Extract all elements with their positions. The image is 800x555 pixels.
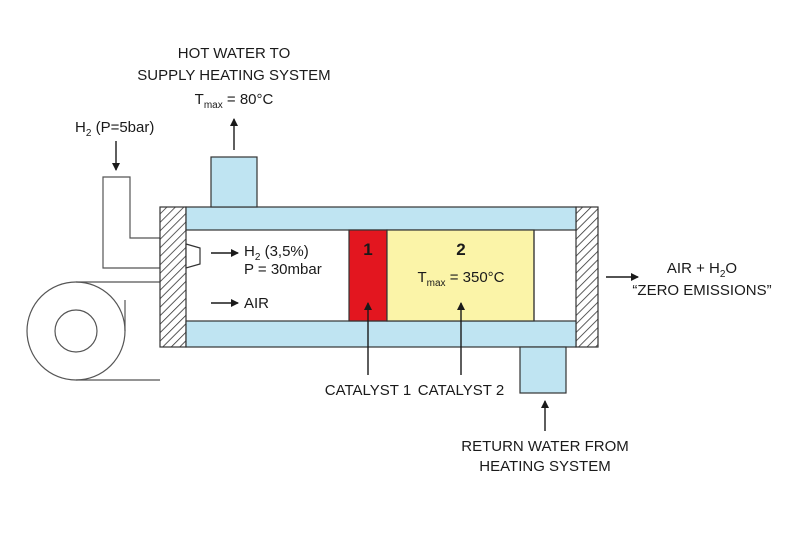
air-label: AIR xyxy=(244,295,269,312)
return-water-label-line-2: HEATING SYSTEM xyxy=(479,458,610,475)
hydrogen-feed-label: H2 (P=5bar) xyxy=(75,119,154,139)
catalyst-2-tmax: Tmax = 350°C xyxy=(417,269,504,289)
catalyst-2-number: 2 xyxy=(456,240,465,259)
catalyst-2-label: CATALYST 2 xyxy=(418,382,504,399)
water-jacket-bottom xyxy=(185,320,577,348)
pressure-label: P = 30mbar xyxy=(244,261,322,278)
water-jacket-top xyxy=(185,206,577,231)
hydrogen-concentration-label: H2 (3,5%) xyxy=(244,243,309,263)
burner-nozzle xyxy=(185,243,201,269)
catalyst-1-number: 1 xyxy=(363,240,372,259)
left-end-wall xyxy=(159,206,187,348)
hot-water-label-line-2: SUPPLY HEATING SYSTEM xyxy=(137,67,330,84)
outlet-label: AIR + H2O xyxy=(667,260,737,280)
return-water-label-line-1: RETURN WATER FROM xyxy=(461,438,628,455)
blower-fan xyxy=(26,281,160,381)
hot-water-label-line-1: HOT WATER TO xyxy=(178,45,291,62)
right-end-wall xyxy=(575,206,599,348)
zero-emissions-label: “ZERO EMISSIONS” xyxy=(632,282,771,299)
hot-water-tmax: Tmax = 80°C xyxy=(195,91,274,111)
return-water-inlet-pipe xyxy=(519,346,567,394)
hot-water-outlet-pipe xyxy=(210,156,258,208)
catalyst-1-label: CATALYST 1 xyxy=(325,382,411,399)
hydrogen-feed-pipe xyxy=(102,176,161,269)
